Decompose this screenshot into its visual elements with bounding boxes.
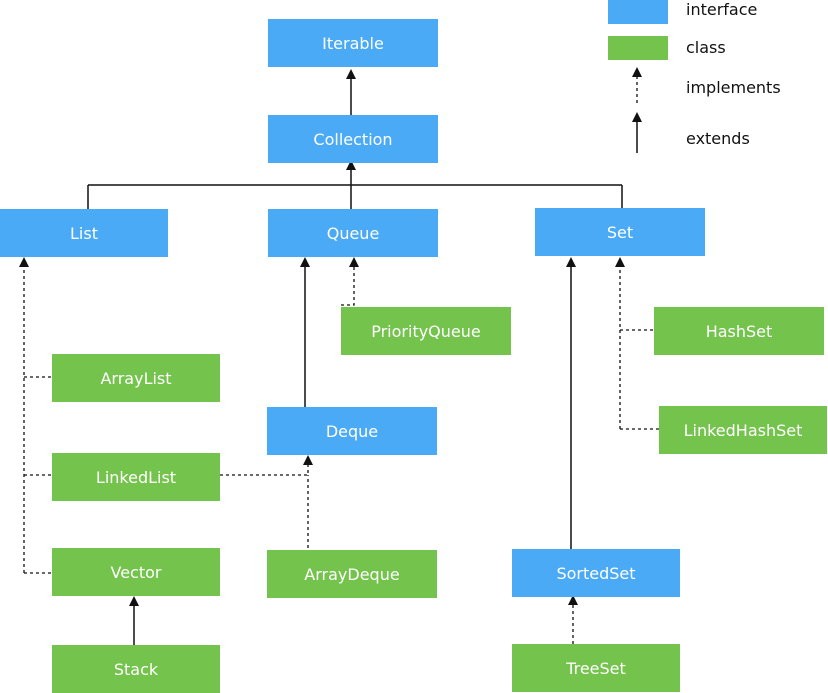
node-list: List xyxy=(0,209,168,257)
node-iterable: Iterable xyxy=(268,19,438,67)
edge-linkedlist-to-deque xyxy=(220,455,313,476)
node-deque: Deque xyxy=(267,407,437,455)
node-sorted-set: SortedSet xyxy=(512,549,680,597)
node-set: Set xyxy=(535,208,705,256)
node-linked-list: LinkedList xyxy=(52,453,220,501)
node-priority-queue: PriorityQueue xyxy=(341,307,511,355)
node-tree-set: TreeSet xyxy=(512,644,680,692)
legend-class-label: class xyxy=(686,38,726,57)
legend-interface-swatch xyxy=(608,0,668,24)
node-hash-set: HashSet xyxy=(654,307,824,355)
legend-class-swatch xyxy=(608,36,668,60)
legend-extends-label: extends xyxy=(686,129,750,148)
edge-list-queue-set-to-collection xyxy=(87,160,623,209)
edge-priorityqueue-to-queue xyxy=(341,257,359,306)
node-queue: Queue xyxy=(268,209,438,257)
node-array-list: ArrayList xyxy=(52,354,220,402)
legend-implements-label: implements xyxy=(686,78,781,97)
node-array-deque: ArrayDeque xyxy=(267,550,437,598)
node-linked-hash-set: LinkedHashSet xyxy=(659,406,827,454)
node-collection: Collection xyxy=(268,115,438,163)
node-stack: Stack xyxy=(52,645,220,693)
edge-set-implementations-to-set xyxy=(615,257,659,430)
node-vector: Vector xyxy=(52,548,220,596)
legend-interface-label: interface xyxy=(686,0,758,19)
edge-list-implementations-to-list xyxy=(19,257,52,574)
